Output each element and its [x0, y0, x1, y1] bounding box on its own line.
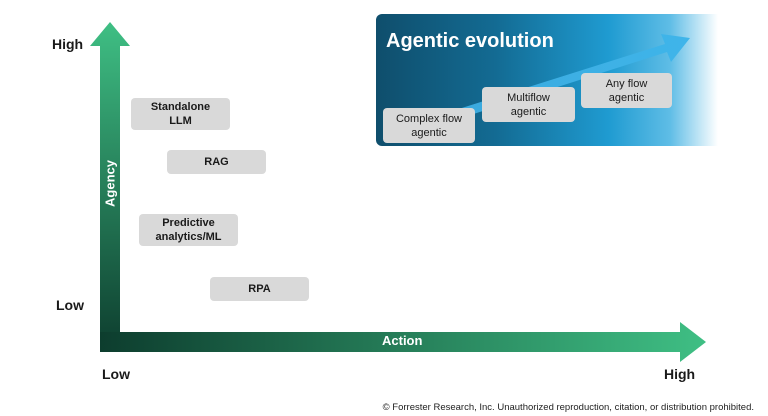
category-rpa: RPA — [210, 277, 309, 301]
x-axis-arrow — [100, 322, 706, 362]
y-axis-arrow — [90, 22, 130, 352]
agentic-evolution-title: Agentic evolution — [386, 30, 554, 52]
category-standalone-llm: Standalone LLM — [131, 98, 230, 130]
x-axis-high-label: High — [664, 366, 696, 382]
category-rag: RAG — [167, 150, 266, 174]
x-axis-title: Action — [382, 333, 423, 348]
stage-multiflow-agentic: Multiflow agentic — [482, 87, 575, 122]
y-axis-low-label: Low — [56, 297, 84, 313]
x-axis-low-label: Low — [102, 366, 130, 382]
copyright-notice: © Forrester Research, Inc. Unauthorized … — [382, 402, 754, 413]
stage-any-flow-agentic: Any flow agentic — [581, 73, 672, 108]
stage-complex-flow-agentic: Complex flow agentic — [383, 108, 475, 143]
category-predictive-analytics: Predictive analytics/ML — [139, 214, 238, 246]
y-axis-high-label: High — [52, 36, 84, 52]
